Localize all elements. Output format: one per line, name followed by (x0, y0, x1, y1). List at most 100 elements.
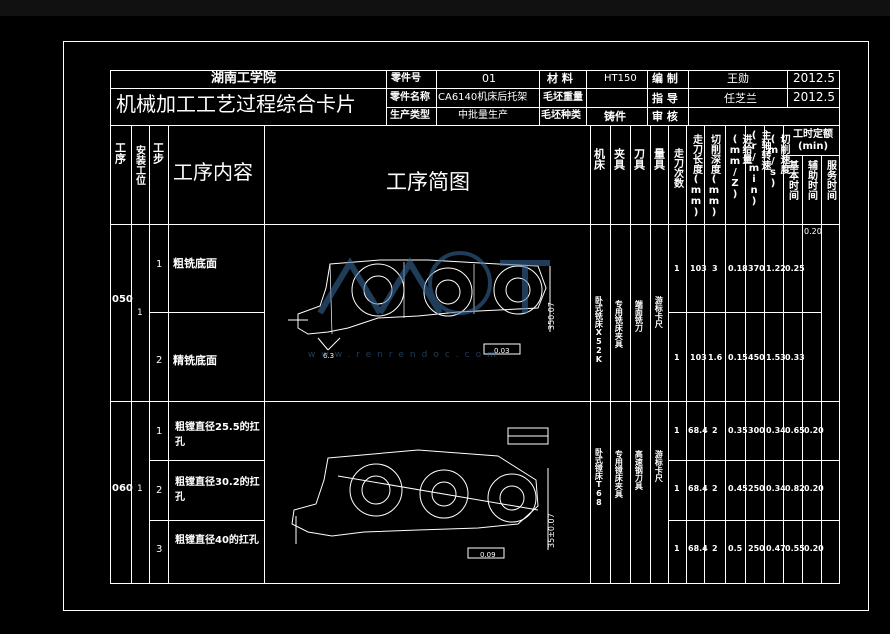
op-060-s2-passes: 1 (674, 484, 680, 493)
sketch-op-060: 35±0.07 0.09 (291, 427, 556, 559)
sketch-050-roughness: 6.3 (323, 352, 334, 360)
compiler-label: 编 制 (652, 72, 678, 85)
sketch-050-dim-flatness: 0.03 (494, 347, 510, 355)
op-060-s3-speed: 250 (748, 544, 765, 553)
col-passes: 走刀次数 (671, 148, 683, 188)
op-060-s3-cut-speed: 0.47 (766, 544, 786, 553)
material: HT150 (604, 73, 637, 84)
advisor-label: 指 导 (652, 92, 678, 105)
col-fixture: 夹具 (612, 148, 626, 170)
sketch-060-dim-flatness: 0.09 (480, 551, 496, 559)
op-050-gauge: 游标卡尺 (654, 296, 664, 328)
col-gauge: 量具 (652, 148, 666, 170)
op-050-tool: 端面铣刀 (634, 300, 644, 332)
blank-type-label: 毛坯种类 (541, 110, 581, 121)
part-name-label: 零件名称 (390, 92, 430, 103)
blank-type: 铸件 (604, 110, 626, 123)
op-060-s2-length: 68.4 (688, 484, 708, 493)
op-050-s2-cut-speed: 1.53 (766, 353, 786, 362)
compiler: 王勋 (727, 72, 749, 85)
review-label: 审 核 (652, 110, 678, 123)
col-step: 工步 (151, 142, 165, 164)
op-060-step1-content: 粗镗直径25.5的扛孔 (175, 422, 260, 448)
op-060-s3-passes: 1 (674, 544, 680, 553)
op-060-step1: 1 (156, 426, 163, 437)
op-060-s1-depth: 2 (712, 426, 718, 435)
col-basic-time: 基本时间 (786, 160, 798, 200)
drawing-border (63, 41, 869, 611)
op-050-s1-basic: 0.25 (785, 264, 805, 273)
col-service-time: 服务时间 (824, 160, 836, 200)
op-060-s3-basic: 0.55 (785, 544, 805, 553)
op-050-step1: 1 (156, 259, 163, 270)
op-060-step2: 2 (156, 485, 163, 496)
sketch-050-dim-height: 350.07 (547, 302, 556, 330)
op-060-s2-basic: 0.82 (785, 484, 805, 493)
compile-date: 2012.5 (793, 71, 835, 85)
blank-weight-label: 毛坯重量 (543, 92, 583, 103)
col-length: 走刀长度(mm) (690, 134, 702, 218)
card-title: 机械加工工艺过程综合卡片 (116, 92, 356, 116)
op-060-s2-depth: 2 (712, 484, 718, 493)
col-install: 安装工位 (133, 145, 145, 185)
op-060-s1-basic: 0.65 (785, 426, 805, 435)
advisor: 任芝兰 (724, 92, 757, 105)
op-050-s2-passes: 1 (674, 353, 680, 362)
op-050-machine: 卧式铣床X52K (594, 296, 604, 364)
material-label: 材 料 (547, 72, 573, 85)
part-name: CA6140机床后托架 (438, 92, 528, 103)
op-050-s2-length: 103 (690, 353, 707, 362)
op-060-s3-depth: 2 (712, 544, 718, 553)
window-title-strip (0, 0, 890, 16)
col-process: 工序 (113, 142, 127, 164)
col-content: 工序内容 (173, 160, 253, 184)
col-time-quota: 工时定额(min) (793, 129, 833, 152)
op-060-fixture: 专用镗床夹具 (614, 450, 624, 498)
col-tool: 刀具 (632, 148, 646, 170)
op-060-s1-cut-speed: 0.34 (766, 426, 786, 435)
op-050-s2-feed: 0.15 (728, 353, 748, 362)
op-050-fixture: 专用铣床夹具 (614, 300, 624, 348)
sketch-060-dim-height: 35±0.07 (547, 513, 556, 548)
op-050-step2-content: 精铣底面 (173, 354, 217, 367)
production-type-label: 生产类型 (390, 110, 430, 121)
op-050-s1-feed: 0.18 (728, 264, 748, 273)
op-050-s1-passes: 1 (674, 264, 680, 273)
part-no: 01 (482, 72, 496, 85)
col-feed: 进给量(mm/Z) (729, 134, 752, 200)
op-060-step2-content: 粗镗直径30.2的扛孔 (175, 477, 260, 503)
col-speed: 主轴转速(r/min) (748, 130, 771, 207)
col-machine: 机床 (592, 148, 606, 170)
op-060-s2-speed: 250 (748, 484, 765, 493)
op-050-aux-time: 0.20 (804, 227, 822, 236)
op-060-tool: 高速钢刀具 (634, 450, 644, 490)
op-050-install: 1 (137, 308, 143, 318)
school-name: 湖南工学院 (211, 71, 277, 86)
op-060-s1-passes: 1 (674, 426, 680, 435)
col-cut-speed: 切削速度(m/s) (767, 134, 790, 189)
op-050-s1-speed: 370 (748, 264, 765, 273)
part-no-label: 零件号 (391, 73, 421, 84)
op-060-install: 1 (137, 484, 143, 494)
op-050-s2-speed: 450 (748, 353, 765, 362)
op-060-no: 060 (112, 483, 133, 494)
op-060-machine: 卧式镗床T68 (594, 448, 604, 507)
op-050-s2-depth: 1.6 (708, 353, 723, 362)
watermark: www.renrendoc.com (300, 243, 570, 360)
op-060-s2-feed: 0.45 (728, 484, 748, 493)
col-sketch: 工序简图 (386, 170, 470, 194)
op-060-step3-content: 粗镗直径40的扛孔 (175, 535, 259, 546)
advisor-date: 2012.5 (793, 90, 835, 104)
op-060-s1-feed: 0.35 (728, 426, 748, 435)
op-060-s2-aux: 0.20 (804, 484, 824, 493)
op-060-s3-length: 68.4 (688, 544, 708, 553)
col-depth: 切削深度(mm) (708, 134, 720, 218)
col-aux-time: 辅助时间 (805, 160, 817, 200)
op-060-s1-length: 68.4 (688, 426, 708, 435)
op-050-no: 050 (112, 294, 133, 305)
op-060-s1-aux: 0.20 (804, 426, 824, 435)
op-050-s1-depth: 3 (712, 264, 718, 273)
op-060-s3-feed: 0.5 (728, 544, 743, 553)
op-060-s2-cut-speed: 0.34 (766, 484, 786, 493)
